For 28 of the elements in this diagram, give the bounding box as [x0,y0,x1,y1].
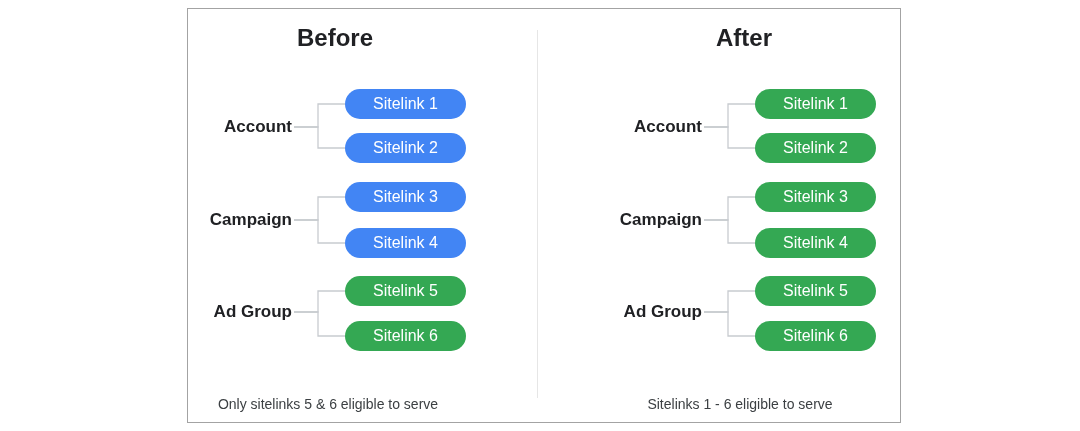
sitelink-pill: Sitelink 3 [345,182,466,212]
sitelink-pill: Sitelink 5 [345,276,466,306]
bracket-connector [293,219,346,244]
sitelink-pill: Sitelink 6 [755,321,876,351]
sitelink-pill: Sitelink 4 [755,228,876,258]
bracket-connector [703,219,756,244]
level-label: Account [634,117,702,137]
footnote: Sitelinks 1 - 6 eligible to serve [647,395,833,413]
sitelink-pill: Sitelink 2 [755,133,876,163]
bracket-connector [703,311,756,337]
level-label: Ad Group [213,302,292,322]
sitelink-pill: Sitelink 3 [755,182,876,212]
sitelink-pill: Sitelink 6 [345,321,466,351]
bracket-connector [293,126,346,149]
level-label: Account [224,117,292,137]
bracket-connector [293,311,346,337]
level-label: Campaign [619,210,702,230]
level-label: Ad Group [623,302,702,322]
sitelink-pill: Sitelink 1 [345,89,466,119]
column-heading: Before [297,24,373,52]
sitelink-pill: Sitelink 4 [345,228,466,258]
sitelink-pill: Sitelink 2 [345,133,466,163]
level-label: Campaign [209,210,292,230]
footnote: Only sitelinks 5 & 6 eligible to serve [217,395,439,413]
column-heading: After [716,24,772,52]
sitelink-pill: Sitelink 5 [755,276,876,306]
bracket-connector [703,126,756,149]
sitelink-pill: Sitelink 1 [755,89,876,119]
